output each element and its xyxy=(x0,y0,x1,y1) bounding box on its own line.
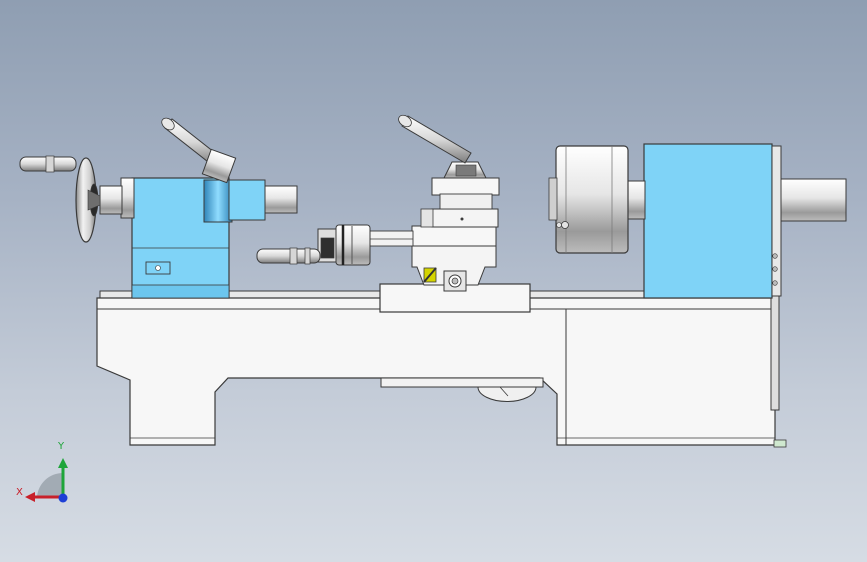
quill-extension xyxy=(264,185,298,214)
tailstock-quill xyxy=(228,179,266,221)
y-axis-label: Y xyxy=(58,441,65,452)
quill-clamp xyxy=(203,179,233,223)
headstock[interactable] xyxy=(548,143,847,299)
apron-block xyxy=(380,377,544,388)
z-axis-dot xyxy=(58,493,68,503)
spindle-shaft xyxy=(780,178,847,222)
lathe-bed[interactable] xyxy=(96,290,787,448)
carriage[interactable] xyxy=(256,113,531,313)
x-axis-label: X xyxy=(16,487,23,498)
feed-gear xyxy=(477,386,537,402)
headstock-housing xyxy=(643,143,773,299)
tailstock[interactable] xyxy=(19,116,298,299)
feed-handle xyxy=(256,248,321,264)
